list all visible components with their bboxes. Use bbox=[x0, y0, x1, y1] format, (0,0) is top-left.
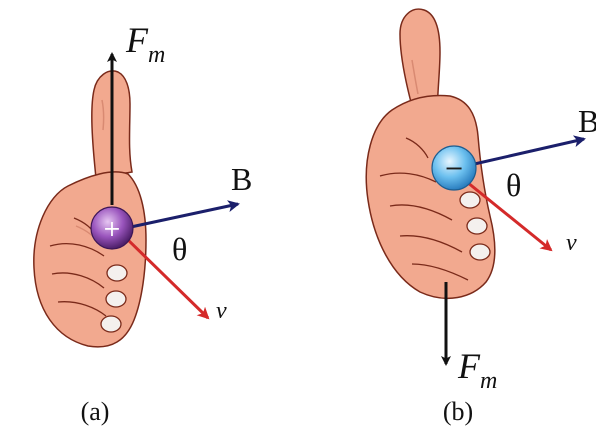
charge-sign-a: + bbox=[103, 217, 121, 242]
angle-label-b: θ bbox=[506, 167, 521, 203]
nail-b-3 bbox=[470, 244, 490, 260]
force-label-a: Fm bbox=[125, 20, 165, 68]
field-arrow-b bbox=[470, 139, 584, 165]
angle-label-a: θ bbox=[172, 231, 187, 267]
panel-b: − B θ v Fm (b) bbox=[366, 9, 596, 426]
panel-a: + Fm B θ v (a) bbox=[34, 20, 253, 426]
force-label-b: Fm bbox=[457, 346, 497, 394]
nail-a-2 bbox=[106, 291, 126, 307]
caption-a: (a) bbox=[81, 397, 110, 426]
velocity-label-b: v bbox=[566, 230, 577, 256]
field-label-b: B bbox=[578, 103, 596, 139]
charge-sign-b: − bbox=[444, 154, 464, 182]
nail-b-2 bbox=[467, 218, 487, 234]
caption-b: (b) bbox=[443, 397, 473, 426]
nail-b-1 bbox=[460, 192, 480, 208]
velocity-label-a: v bbox=[216, 298, 227, 324]
hand-b bbox=[366, 9, 495, 298]
nail-a-1 bbox=[107, 265, 127, 281]
hand-a bbox=[34, 71, 146, 347]
fist-a bbox=[34, 172, 146, 347]
field-label-a: B bbox=[231, 161, 252, 197]
nail-a-3 bbox=[101, 316, 121, 332]
